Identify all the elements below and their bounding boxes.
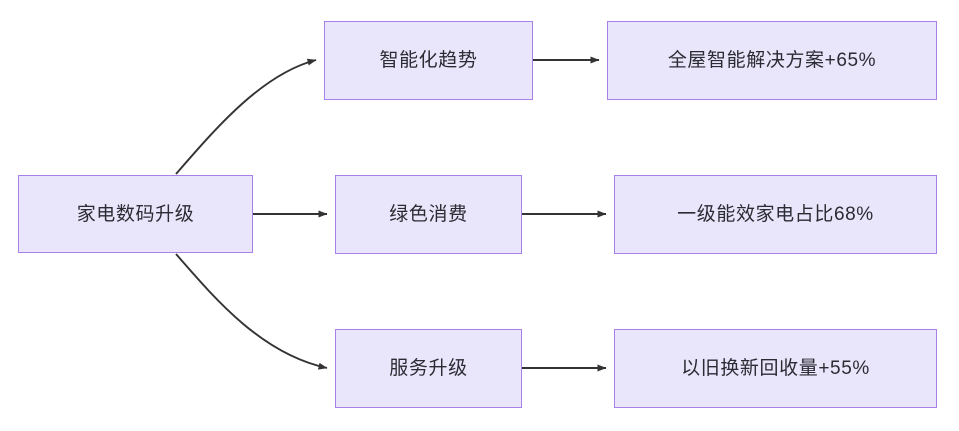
node-trend-label: 智能化趋势 [379,50,478,71]
node-source-label: 家电数码升级 [76,203,195,225]
node-green-consumption[interactable]: 绿色消费 [335,175,522,254]
node-trade-in-recycling-label: 以旧换新回收量+55% [681,358,870,379]
node-source[interactable]: 家电数码升级 [18,175,253,253]
node-smart-home-solution[interactable]: 全屋智能解决方案+65% [607,21,937,100]
node-green-consumption-label: 绿色消费 [389,204,468,225]
edge-source-to-trend [175,58,317,175]
node-energy-efficiency[interactable]: 一级能效家电占比68% [614,175,937,254]
edge-source-to-service [175,253,328,370]
node-trade-in-recycling[interactable]: 以旧换新回收量+55% [614,329,937,408]
node-service-upgrade-label: 服务升级 [389,358,468,379]
node-trend[interactable]: 智能化趋势 [324,21,533,100]
node-energy-efficiency-label: 一级能效家电占比68% [677,204,874,225]
node-service-upgrade[interactable]: 服务升级 [335,329,522,408]
node-smart-home-solution-label: 全屋智能解决方案+65% [667,50,877,71]
